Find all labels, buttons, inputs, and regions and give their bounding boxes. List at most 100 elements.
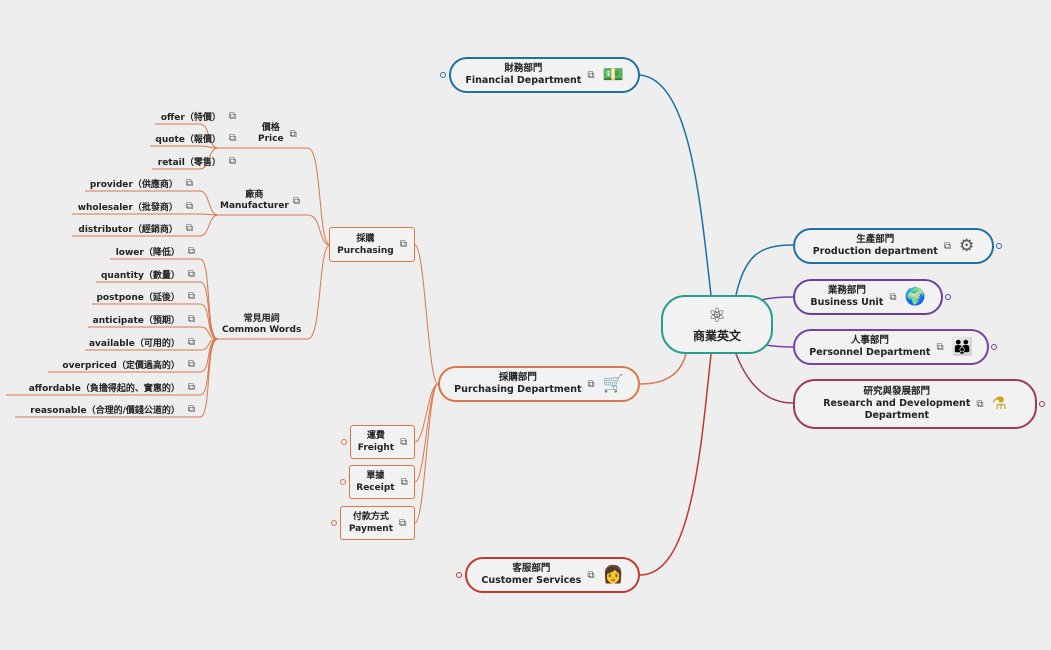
leaf-wholesaler[interactable]: wholesaler（批發商） ⧉ xyxy=(78,199,193,213)
leaf-lower[interactable]: lower（降低） ⧉ xyxy=(116,244,195,258)
leaf-label: postpone（延後） xyxy=(96,292,180,303)
external-link-icon[interactable]: ⧉ xyxy=(399,239,407,250)
external-link-icon[interactable]: ⧉ xyxy=(399,517,407,529)
central-topic-label: 商業英文 xyxy=(692,329,741,343)
leaf-anticipate[interactable]: anticipate（預期） ⧉ xyxy=(93,312,195,326)
external-link-icon[interactable]: ⧉ xyxy=(587,69,595,81)
external-link-icon[interactable]: ⧉ xyxy=(187,358,195,370)
external-link-icon[interactable]: ⧉ xyxy=(936,341,944,353)
edge-offer xyxy=(155,123,219,149)
leaf-label: quantity（數量） xyxy=(100,270,180,281)
external-link-icon[interactable]: ⧉ xyxy=(228,110,236,122)
external-link-icon[interactable]: ⧉ xyxy=(185,177,193,189)
edge-quantity xyxy=(96,281,219,340)
external-link-icon[interactable]: ⧉ xyxy=(228,132,236,144)
collapse-toggle[interactable] xyxy=(440,72,446,78)
external-link-icon[interactable]: ⧉ xyxy=(289,128,297,140)
leaf-reasonable[interactable]: reasonable（合理的/價錢公道的）⧉ xyxy=(30,402,195,416)
collapse-toggle[interactable] xyxy=(996,243,1002,249)
external-link-icon[interactable]: ⧉ xyxy=(400,436,408,448)
edge-wholesaler xyxy=(72,213,219,216)
external-link-icon[interactable]: ⧉ xyxy=(187,381,195,393)
topic-label-en: Purchasing xyxy=(337,245,394,256)
external-link-icon[interactable]: ⧉ xyxy=(228,155,236,167)
external-link-icon[interactable]: ⧉ xyxy=(185,200,193,212)
topic-label-en-line2: Department xyxy=(864,410,930,421)
flask-icon: ⚗ xyxy=(991,393,1007,414)
edge-quote xyxy=(150,145,219,149)
external-link-icon[interactable]: ⧉ xyxy=(889,291,897,303)
external-link-icon[interactable]: ⧉ xyxy=(187,336,195,348)
topic-label-en: Financial Department xyxy=(465,75,582,86)
leaf-provider[interactable]: provider（供應商）⧉ xyxy=(90,176,193,190)
gears-icon: ⚙ xyxy=(958,235,975,256)
topic-payment[interactable]: 付款方式 Payment ⧉ xyxy=(340,506,415,540)
topic-label-en: Production department xyxy=(812,246,938,257)
central-topic[interactable]: ⚛ 商業英文 xyxy=(661,295,773,354)
collapse-toggle[interactable] xyxy=(1039,401,1045,407)
leaf-retail[interactable]: retail（零售）⧉ xyxy=(158,154,236,168)
topic-receipt[interactable]: 單據 Receipt ⧉ xyxy=(349,465,415,499)
leaf-available[interactable]: available（可用的）⧉ xyxy=(89,335,195,349)
collapse-toggle[interactable] xyxy=(331,520,337,526)
external-link-icon[interactable]: ⧉ xyxy=(187,245,195,257)
topic-label-en: Payment xyxy=(348,524,394,534)
leaf-offer[interactable]: offer（特價）⧉ xyxy=(161,109,236,123)
topic-label-zh: 付款方式 xyxy=(352,512,389,522)
edge-payment xyxy=(414,383,439,524)
collapse-toggle[interactable] xyxy=(456,572,462,578)
topic-label-zh: 運費 xyxy=(366,431,385,441)
external-link-icon[interactable]: ⧉ xyxy=(187,403,195,415)
leaf-quantity[interactable]: quantity（數量） ⧉ xyxy=(101,267,195,281)
edge-customer xyxy=(639,353,712,576)
topic-label-zh: 業務部門 xyxy=(827,285,866,296)
external-link-icon[interactable]: ⧉ xyxy=(187,268,195,280)
leaf-label: quote（報價） xyxy=(155,134,221,145)
leaf-distributor[interactable]: distributor（經銷商）⧉ xyxy=(78,221,193,235)
topic-label-en: Customer Services xyxy=(481,575,582,586)
external-link-icon[interactable]: ⧉ xyxy=(187,290,195,302)
collapse-toggle[interactable] xyxy=(340,479,346,485)
leaf-postpone[interactable]: postpone（延後） ⧉ xyxy=(96,289,195,303)
edge-manufacturer xyxy=(218,214,331,246)
external-link-icon[interactable]: ⧉ xyxy=(587,378,595,390)
edge-research xyxy=(735,353,794,404)
external-link-icon[interactable]: ⧉ xyxy=(185,222,193,234)
leaf-label: lower（降低） xyxy=(115,247,180,258)
external-link-icon[interactable]: ⧉ xyxy=(292,195,300,207)
collapse-toggle[interactable] xyxy=(991,344,997,350)
topic-label-en: Receipt xyxy=(356,483,395,493)
external-link-icon[interactable]: ⧉ xyxy=(400,476,408,488)
topic-label-en: Purchasing Department xyxy=(454,384,582,395)
leaf-label: wholesaler（批發商） xyxy=(77,202,178,213)
leaf-label: anticipate（預期） xyxy=(92,315,180,326)
leaf-quote[interactable]: quote（報價） ⧉ xyxy=(155,131,236,145)
edge-common xyxy=(218,244,331,340)
topic-label-zh: 單據 xyxy=(366,471,385,481)
external-link-icon[interactable]: ⧉ xyxy=(976,398,984,410)
external-link-icon[interactable]: ⧉ xyxy=(587,569,595,581)
collapse-toggle[interactable] xyxy=(341,439,347,445)
topic-label-en: Research and Development xyxy=(823,398,971,409)
external-link-icon[interactable]: ⧉ xyxy=(943,240,951,252)
leaf-overpriced[interactable]: overpriced（定價過高的）⧉ xyxy=(62,357,195,371)
leaf-affordable[interactable]: affordable（負擔得起的、實惠的）⧉ xyxy=(29,380,195,394)
external-link-icon[interactable]: ⧉ xyxy=(187,313,195,325)
support-agent-icon: 👩 xyxy=(602,564,624,585)
topic-label-zh: 財務部門 xyxy=(504,63,543,74)
edge-price xyxy=(218,147,331,246)
collapse-toggle[interactable] xyxy=(945,294,951,300)
